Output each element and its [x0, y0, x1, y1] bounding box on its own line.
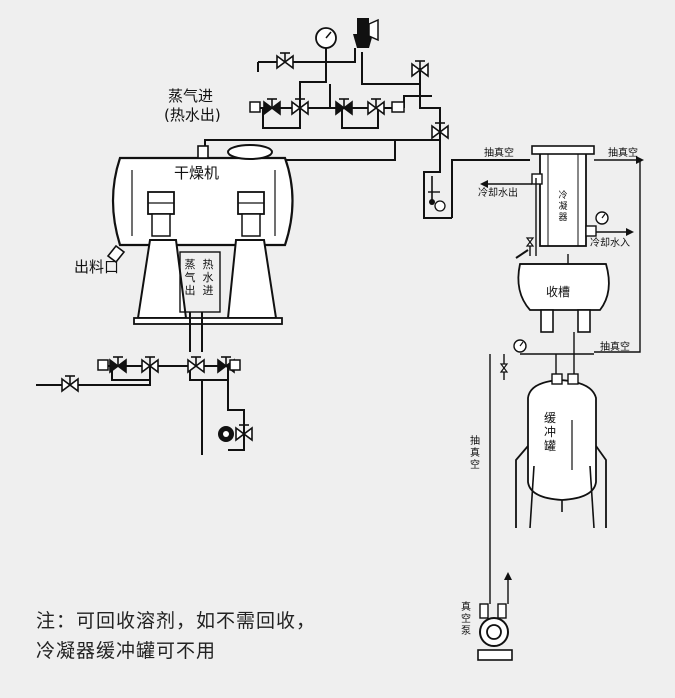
vertical-label-char: 冲: [544, 424, 556, 439]
vertical-label-char: 出: [185, 283, 196, 297]
label-cooling-water-out: 冷却水出: [478, 186, 518, 199]
strainer-box-1: [249, 101, 261, 113]
collector-tank: [515, 249, 610, 333]
label-vacuum-3: 抽真空: [600, 340, 630, 353]
note-line-2: 冷凝器缓冲罐可不用: [36, 640, 217, 662]
thermometer-icon: [428, 176, 446, 212]
vacuum-pump-icon: [477, 572, 513, 661]
arrow-cooling-in: [626, 228, 634, 236]
vertical-label-char: 真: [470, 446, 480, 459]
buffer-tank: [515, 373, 607, 529]
vacuum-gauge-icon: [513, 339, 527, 353]
label-discharge: 出料口: [74, 258, 119, 276]
valve-bottom-inlet: [61, 375, 79, 392]
vertical-label-char: 水: [203, 271, 214, 284]
vertical-label-char: 气: [185, 270, 196, 284]
vertical-label-char: 蒸: [185, 258, 196, 271]
vertical-label-char: 空: [470, 458, 480, 471]
label-dryer: 干燥机: [174, 164, 219, 182]
label-cooling-water-in: 冷却水入: [590, 236, 630, 249]
vertical-label-char: 凝: [558, 201, 567, 212]
label-hot-water-out: (热水出): [164, 106, 221, 124]
arrow-cooling-out: [480, 180, 488, 188]
label-vacuum-1: 抽真空: [484, 146, 514, 159]
dryer-vessel: [106, 144, 294, 325]
vertical-label-char: 缓: [544, 411, 556, 425]
pressure-gauge-icon: [315, 27, 337, 49]
pump-icon: [218, 426, 234, 442]
label-vacuum-pump: 真空泵: [461, 600, 471, 637]
valve-manifold-3: [335, 98, 353, 115]
valve-manifold-1: [263, 98, 281, 115]
valve-manifold-4: [367, 98, 385, 115]
label-vacuum-2: 抽真空: [608, 146, 638, 159]
vertical-label-char: 泵: [461, 625, 471, 637]
label-condenser: 冷凝器: [558, 189, 567, 223]
label-collector: 收槽: [546, 285, 570, 299]
vertical-label-char: 真: [461, 600, 471, 613]
vertical-label-char: 进: [203, 284, 214, 297]
strainer-box-3: [97, 359, 109, 371]
safety-valve-icon: [353, 18, 379, 48]
valve-condenser-small: [525, 237, 535, 247]
valve-vacuum-line: [499, 363, 509, 373]
vertical-label-char: 冷: [558, 189, 567, 201]
valve-bottom-1: [109, 356, 127, 373]
note-line-1: 注：可回收溶剂，如不需回收，: [36, 610, 317, 632]
arrow-vacuum-top: [636, 156, 644, 164]
valve-top-left: [276, 52, 294, 69]
condenser: [531, 145, 597, 247]
vertical-label-char: 空: [461, 612, 471, 625]
label-vacuum-4: 抽真空: [470, 434, 480, 471]
vertical-label-char: 热: [203, 258, 214, 271]
strainer-box-2: [391, 101, 405, 113]
strainer-box-4: [229, 359, 241, 371]
vertical-label-char: 抽: [470, 434, 480, 447]
vertical-label-char: 罐: [544, 439, 556, 453]
vertical-label-char: 器: [558, 212, 567, 223]
label-steam-out: 蒸气出: [185, 258, 196, 297]
valve-bottom-3: [187, 356, 205, 373]
small-gauge-icon: [595, 211, 609, 225]
label-buffer-tank: 缓冲罐: [544, 411, 556, 453]
label-hot-water-in: 热水进: [203, 258, 214, 297]
label-steam-in: 蒸气进: [168, 87, 213, 105]
